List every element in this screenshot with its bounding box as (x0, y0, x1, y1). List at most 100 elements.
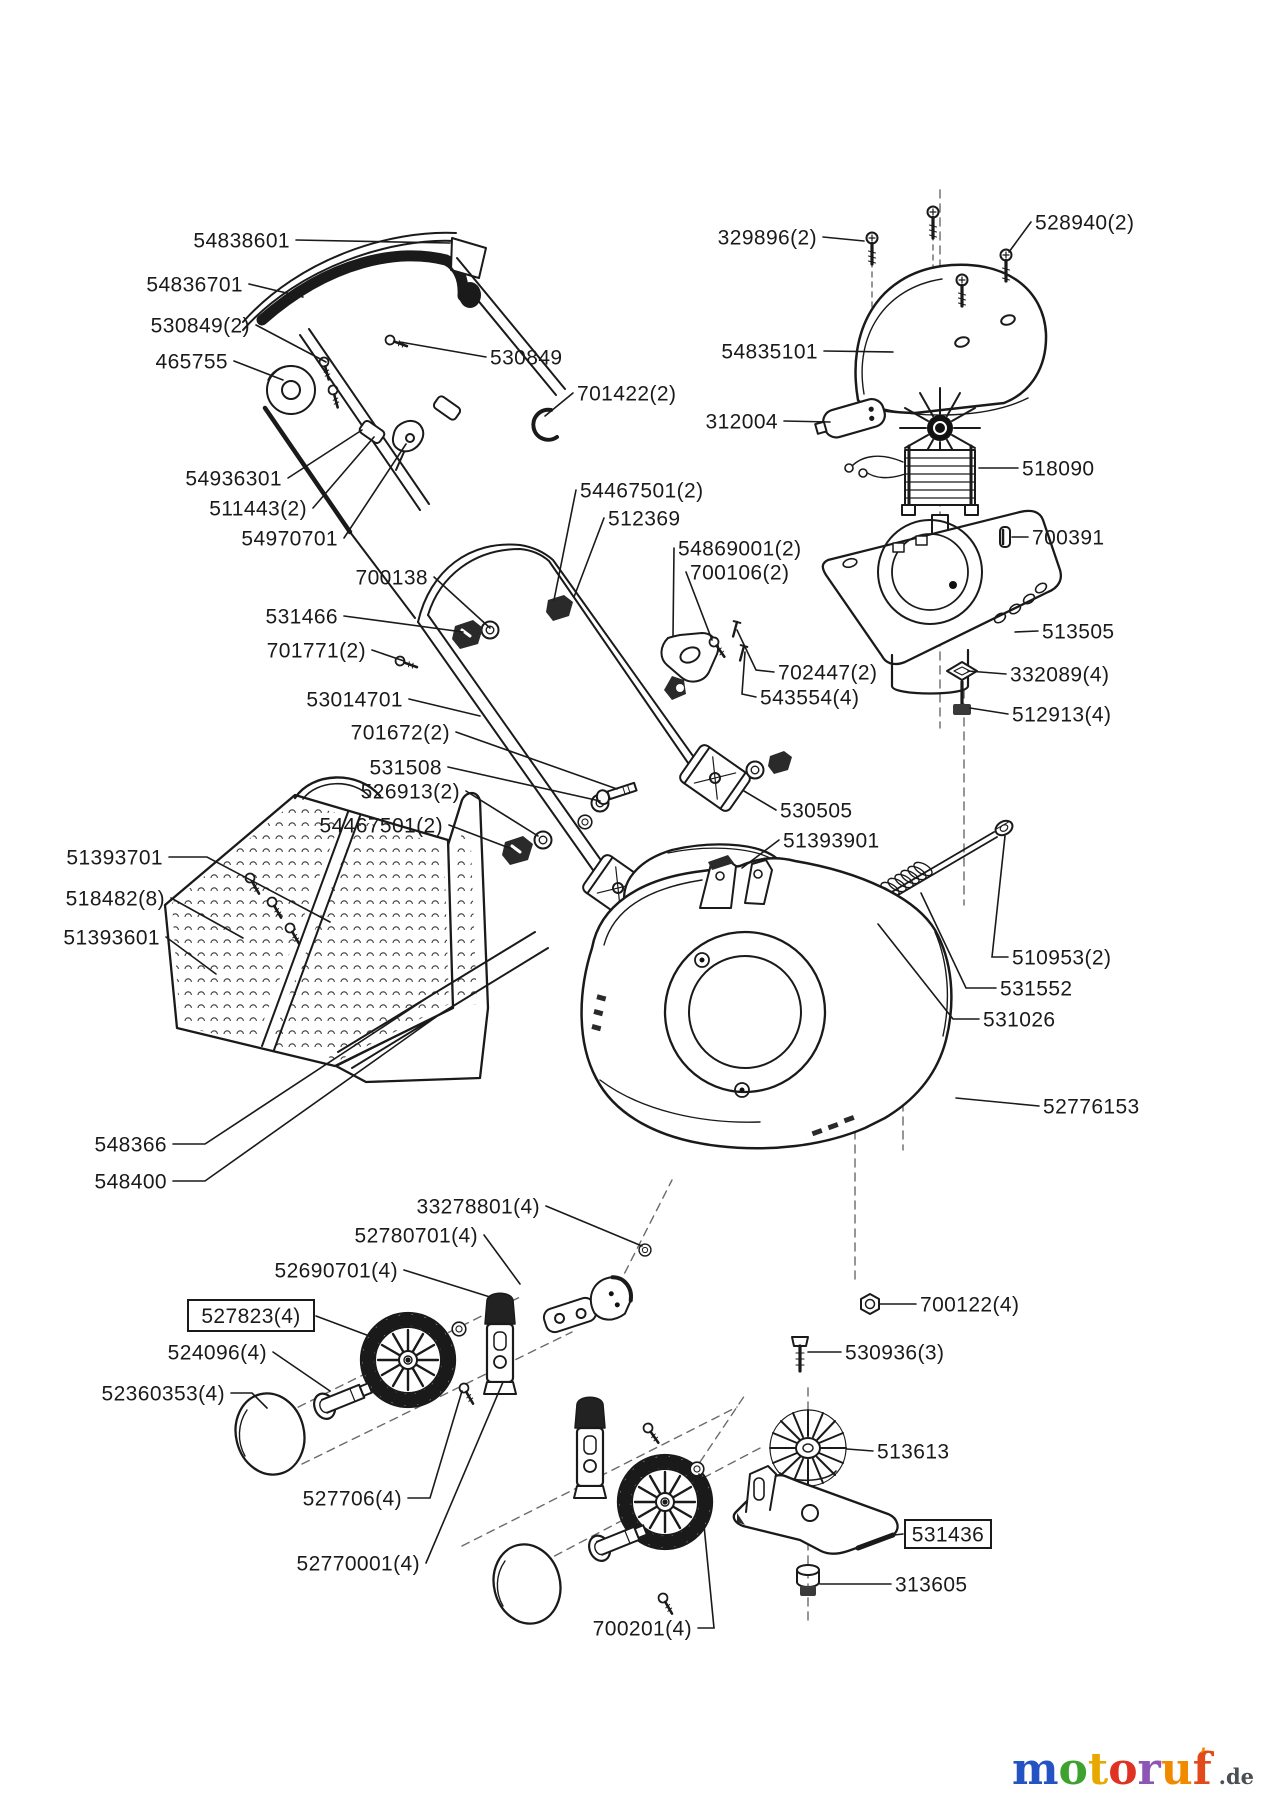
leader-line (1008, 221, 1032, 253)
leader-line (736, 629, 775, 673)
part-label-701672(2): 701672(2) (351, 721, 450, 744)
part-label-512913(4): 512913(4) (1012, 703, 1111, 726)
grass-catcher-art (163, 776, 549, 1084)
upper-handle-art (242, 231, 566, 619)
leader-line (272, 1351, 331, 1392)
part-label-530936(3): 530936(3) (845, 1341, 944, 1364)
motor-art (844, 387, 981, 551)
site-logo[interactable]: motoruf’ .de (1012, 1743, 1254, 1792)
leader-line (685, 571, 713, 641)
part-label-313605: 313605 (895, 1573, 967, 1596)
leader-line (230, 1392, 268, 1409)
part-label-box (187, 1299, 315, 1332)
leader-line (248, 283, 304, 298)
rear-wheel-art (492, 1396, 712, 1625)
leader-line (399, 341, 487, 358)
blade-art (732, 1465, 899, 1596)
leader-line (448, 824, 513, 850)
leader-line (295, 239, 451, 244)
part-label-530849: 530849 (490, 346, 562, 369)
leader-line (465, 790, 539, 837)
part-label-54869001(2): 54869001(2) (678, 537, 802, 560)
part-label-531508: 531508 (370, 756, 442, 779)
lower-handle-art (392, 543, 792, 922)
leader-line (783, 420, 831, 423)
part-label-51393901: 51393901 (783, 829, 880, 852)
deck-art (580, 855, 953, 1373)
part-label-510953(2): 510953(2) (1012, 946, 1111, 969)
leader-line (893, 1533, 904, 1536)
part-label-530505: 530505 (780, 799, 852, 822)
motor-housing-art (821, 509, 1062, 715)
part-label-700391: 700391 (1032, 526, 1104, 549)
leader-line (165, 936, 217, 975)
leader-line (967, 670, 1007, 675)
leader-line (920, 892, 997, 989)
logo-tick: ’ (1199, 1743, 1207, 1767)
leader-line (172, 1016, 437, 1182)
leader-line (991, 835, 1009, 958)
part-label-700106(2): 700106(2) (690, 561, 789, 584)
logo-letter: r (1137, 1744, 1161, 1795)
part-label-54835101: 54835101 (721, 340, 818, 363)
motor-cover-art (854, 204, 1048, 416)
rod-spring-art (831, 819, 1014, 933)
logo-letter: t (1087, 1744, 1109, 1795)
leader-line (877, 923, 980, 1020)
leader-line (553, 489, 577, 601)
front-wheel-art (234, 1243, 652, 1476)
capacitor-art (814, 398, 886, 439)
leader-line (403, 1269, 491, 1298)
part-label-527823(4): 527823(4) (201, 1305, 300, 1328)
leader-line (823, 350, 894, 353)
leader-line (343, 615, 464, 633)
logo-letter: u (1160, 1744, 1193, 1795)
part-label-52776153: 52776153 (1043, 1095, 1140, 1118)
part-label-531552: 531552 (1000, 977, 1072, 1000)
leader-line (969, 707, 1009, 715)
part-label-528940(2): 528940(2) (1035, 211, 1134, 234)
leader-line (407, 1390, 463, 1499)
logo-suffix: .de (1218, 1764, 1254, 1789)
part-label-513613: 513613 (877, 1440, 949, 1463)
leader-line (741, 839, 780, 869)
part-label-524096(4): 524096(4) (168, 1341, 267, 1364)
leader-line (312, 436, 375, 509)
leader-line (371, 649, 405, 662)
part-label-513505: 513505 (1042, 620, 1114, 643)
leader-line (822, 236, 865, 242)
leader-line (172, 995, 431, 1145)
logo-letter: o (1108, 1744, 1138, 1795)
part-label-527706(4): 527706(4) (303, 1487, 402, 1510)
leader-line (672, 547, 675, 637)
part-label-312004: 312004 (706, 410, 778, 433)
part-label-51393701: 51393701 (66, 846, 163, 869)
part-label-51393601: 51393601 (63, 926, 160, 949)
part-label-700138: 700138 (356, 566, 428, 589)
diagram-art (163, 189, 1062, 1625)
part-label-531026: 531026 (983, 1008, 1055, 1031)
leader-line (168, 856, 331, 923)
logo-wordmark: motoruf (1012, 1744, 1212, 1795)
leader-line (233, 360, 284, 381)
leader-line (846, 1448, 874, 1452)
part-label-54936301: 54936301 (185, 467, 282, 490)
control-bracket-art (660, 619, 749, 700)
part-label-329896(2): 329896(2) (718, 226, 817, 249)
logo-letter: f (1192, 1744, 1212, 1795)
part-label-52770001(4): 52770001(4) (297, 1552, 421, 1575)
part-label-701422(2): 701422(2) (577, 382, 676, 405)
leader-line (287, 429, 363, 479)
leader-line (544, 392, 574, 417)
part-label-700122(4): 700122(4) (920, 1293, 1019, 1316)
part-label-52360353(4): 52360353(4) (102, 1382, 226, 1405)
leader-line (170, 897, 244, 939)
leader-line (483, 1234, 521, 1285)
part-label-54467501(2): 54467501(2) (580, 479, 704, 502)
leader-line (408, 698, 481, 717)
part-label-530849(2): 530849(2) (151, 314, 250, 337)
part-label-512369: 512369 (608, 507, 680, 530)
